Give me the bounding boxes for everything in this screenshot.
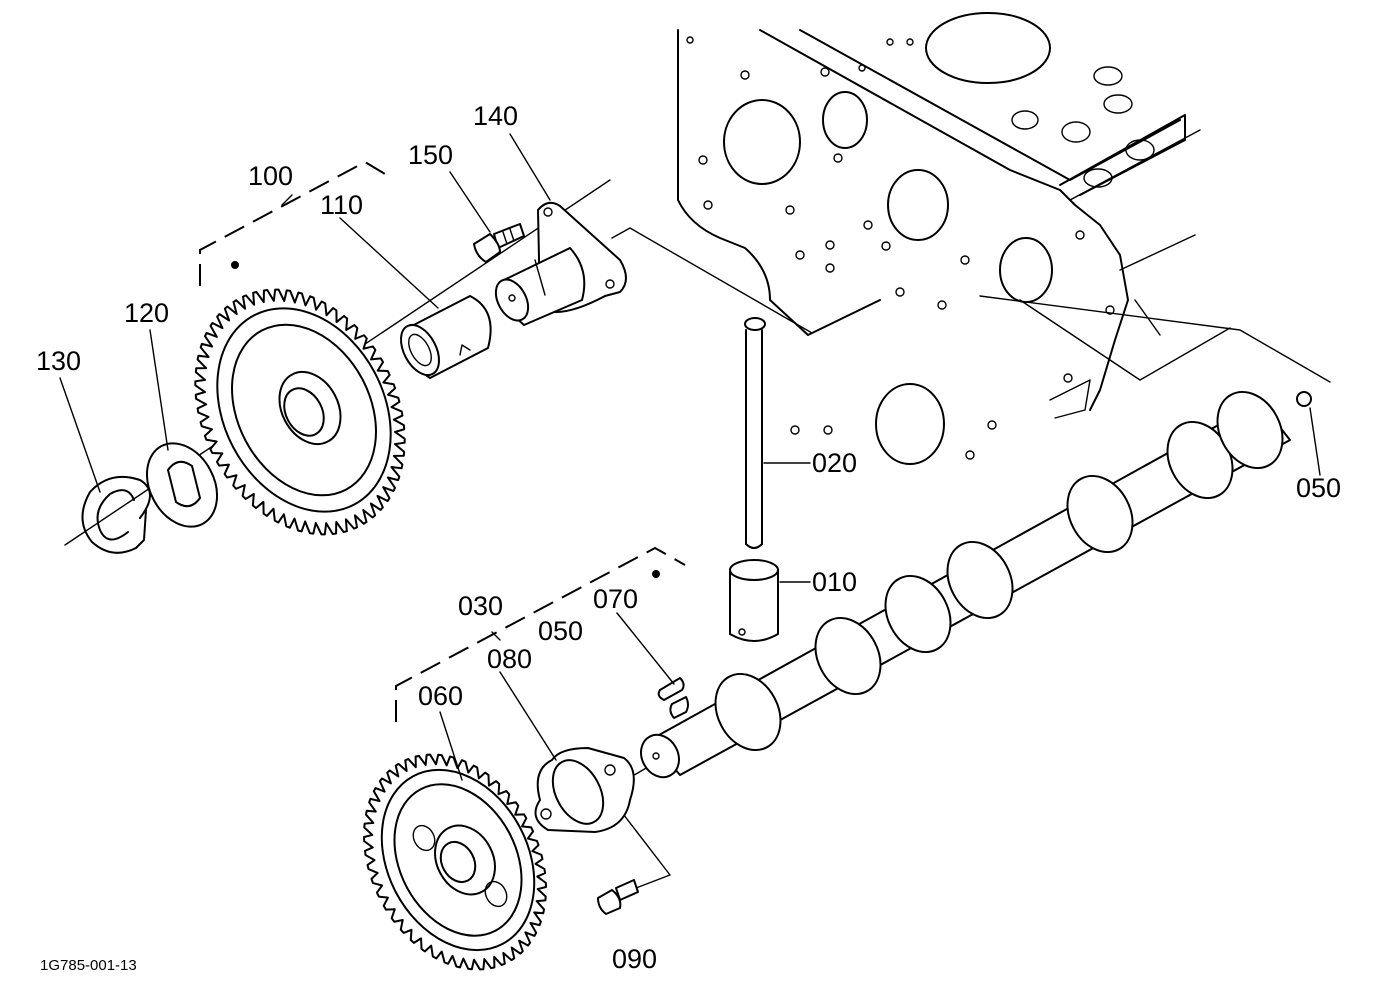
cam-lobe — [814, 616, 882, 696]
callout-010: 010 — [812, 567, 857, 597]
callout-050-ball: 050 — [1296, 473, 1341, 503]
callout-100: 100 — [248, 161, 293, 191]
callout-120: 120 — [124, 298, 169, 328]
cam-lobe — [1066, 474, 1134, 554]
assembly-marker-dot — [231, 261, 239, 269]
idle-gear — [194, 261, 406, 536]
cam-lobe — [884, 574, 952, 654]
circlip — [81, 476, 151, 554]
tappet — [729, 559, 779, 642]
callout-150: 150 — [408, 140, 453, 170]
camshaft — [640, 390, 1312, 779]
callout-130: 130 — [36, 346, 81, 376]
callout-140: 140 — [473, 101, 518, 131]
callout-060: 060 — [418, 681, 463, 711]
cam-lobe — [714, 672, 782, 752]
camshaft-thrust-plate — [534, 747, 635, 833]
callout-110: 110 — [320, 190, 363, 220]
cam-gear — [363, 753, 547, 971]
callout-020: 020 — [812, 448, 857, 478]
assembly-bracket-100 — [199, 160, 391, 286]
callout-030: 030 — [458, 591, 503, 621]
drawing-reference-code: 1G785-001-13 — [40, 957, 137, 974]
steel-ball — [1296, 391, 1312, 407]
leader-lines — [59, 133, 1321, 781]
assembly-bracket-030 — [395, 546, 686, 722]
cam-lobe — [946, 540, 1014, 620]
camshaft-marker-dot — [652, 570, 660, 578]
collar — [145, 442, 219, 528]
callout-080: 080 — [487, 644, 532, 674]
callout-050-camshaft: 050 — [538, 616, 583, 646]
engine-block — [677, 12, 1201, 465]
thrust-plate-bolt — [597, 879, 639, 915]
assembly-axis-lines — [64, 179, 1331, 889]
cam-lobe — [1216, 390, 1284, 470]
idle-gear-shaft — [494, 201, 627, 326]
callout-090: 090 — [612, 944, 657, 974]
callout-070: 070 — [593, 584, 638, 614]
push-rod — [744, 317, 766, 549]
idle-gear-bushing — [400, 295, 492, 379]
callout-labels: 010 020 030 050 050 060 070 080 090 100 … — [36, 101, 1341, 974]
idle-gear-shaft-bolt — [473, 223, 525, 263]
